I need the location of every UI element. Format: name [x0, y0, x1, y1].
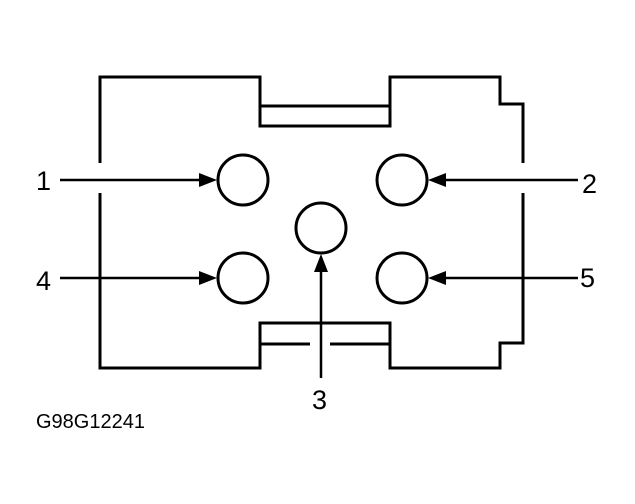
pin-1-arrowhead [199, 173, 217, 187]
pin-5-arrowhead [428, 271, 446, 285]
pin-1-cavity [216, 153, 270, 207]
housing-left-wall-upper [98, 75, 525, 163]
pin-4-arrowhead [199, 271, 217, 285]
figure-code: G98G12241 [36, 411, 145, 433]
leader-lines [60, 173, 578, 378]
pin-1-label: 1 [36, 166, 51, 196]
pin-3-arrowhead [314, 254, 328, 272]
pin-5-label: 5 [580, 263, 595, 293]
pin-3-label: 3 [312, 385, 327, 415]
pin-cavities [216, 153, 429, 305]
pin-3-cavity [294, 201, 348, 255]
pin-2-cavity [375, 153, 429, 207]
pin-5-cavity [375, 251, 429, 305]
connector-housing [98, 75, 525, 370]
pin-4-cavity [216, 251, 270, 305]
pin-4-label: 4 [36, 266, 51, 296]
pin-2-arrowhead [428, 173, 446, 187]
pin-2-label: 2 [582, 169, 597, 199]
pin-labels: 1 2 3 4 5 [36, 166, 597, 415]
